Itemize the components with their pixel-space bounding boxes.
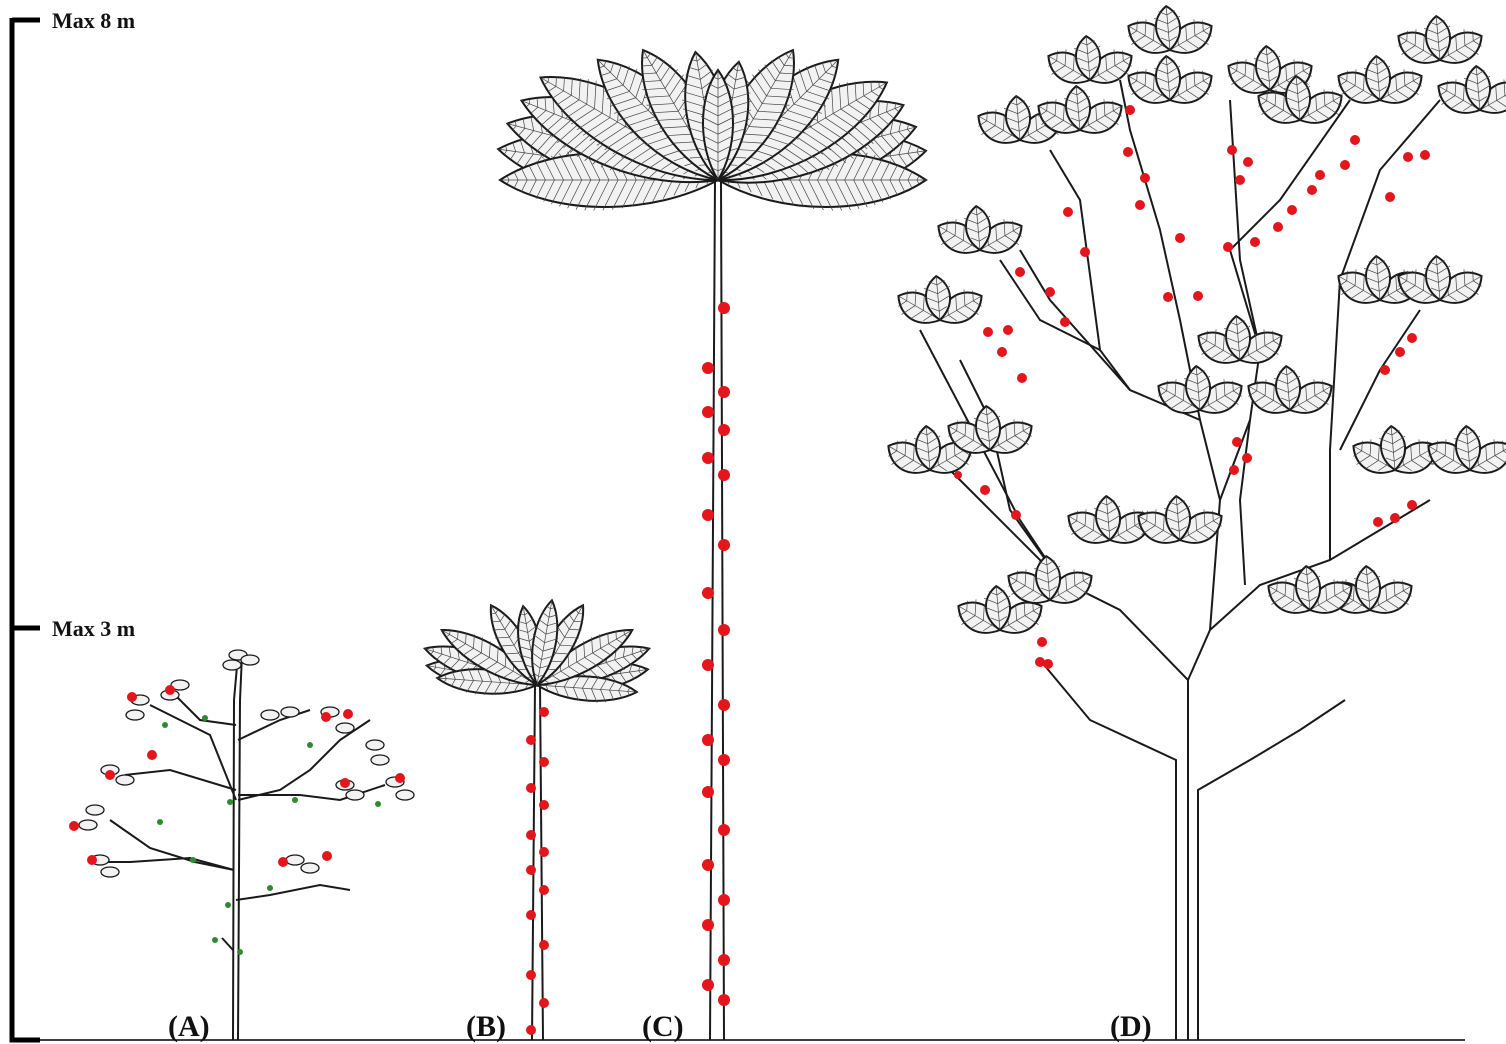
plant-c-fruit [718,954,730,966]
plant-a-fruits [69,685,405,867]
plant-d-leaflet [1364,54,1391,102]
plant-d-leaflet [974,404,1001,452]
plant-c-unbranched-tree: (C) [496,48,928,1043]
plant-d-leaflet [1074,34,1101,82]
plant-b-fruit [526,910,536,920]
plant-c-fruit [702,979,714,991]
plant-d-leaflet [1354,564,1381,612]
plant-a-stems [100,654,386,1041]
plant-d-leaflet [1424,14,1451,62]
plant-c-fruit [718,539,730,551]
plant-d-leaflet [1154,54,1181,102]
height-scale-bar: Max 8 m Max 3 m [9,8,135,1043]
plant-c-fruit [702,587,714,599]
plant-b-fruit [526,865,536,875]
plant-c-fruit [718,386,730,398]
plant-d-leaflet [1184,364,1211,412]
plant-d-leaflets [887,4,1506,634]
plant-b-unbranched-treelet: (B) [422,598,652,1043]
plant-d-leaflet [1154,4,1181,52]
plant-c-fruit [702,786,714,798]
scale-label-max-8m: Max 8 m [52,8,135,33]
plant-c-fruit [702,859,714,871]
plant-b-stem [531,684,544,1041]
plant-b-fruit [539,847,549,857]
plant-d-leaflet [964,204,991,252]
plant-a-branched-shrub: (A) [69,649,415,1043]
plant-b-leaf-6 [534,675,639,703]
plant-d-leaflet [1294,564,1321,612]
plant-b-fruit [526,783,536,793]
plant-c-fruit [702,734,714,746]
plant-a-flowers [157,715,381,955]
plant-c-fruit [718,754,730,766]
plant-c-fruit [702,919,714,931]
panel-label-b: (B) [466,1010,506,1043]
plant-b-leaf-rosette [422,598,652,703]
plant-d-leaflet [924,274,951,322]
plant-d-leaflet [1379,424,1406,472]
plant-c-leaf-17 [700,68,736,182]
plant-c-fruit [718,699,730,711]
plant-d-leaflet [1094,494,1121,542]
plant-c-fruit [702,509,714,521]
plant-d-leaflet [1164,494,1191,542]
plant-d-leaflet [1364,254,1391,302]
plant-b-leaf-12 [531,598,560,687]
plant-b-fruit [539,707,549,717]
plant-c-fruit [718,424,730,436]
plant-d-leaflet [1224,314,1251,362]
plant-d-leaflet [1064,84,1091,132]
plant-c-stem-fruits [702,302,730,1006]
plant-b-fruit [526,1025,536,1035]
panel-label-d: (D) [1110,1010,1152,1043]
plant-b-fruit [539,757,549,767]
panel-label-a: (A) [168,1010,210,1043]
plant-b-fruit [539,800,549,810]
plant-d-leaflet [1424,254,1451,302]
panel-label-c: (C) [642,1010,684,1043]
plant-d-leaflet [984,584,1011,632]
plant-c-fruit [718,302,730,314]
plant-c-fruit [718,824,730,836]
plant-b-fruit [526,970,536,980]
plant-d-leaflet [1284,74,1311,122]
plant-b-fruit [539,885,549,895]
plant-b-fruit [539,998,549,1008]
plant-c-fruit [702,406,714,418]
plant-c-fruit [702,452,714,464]
scale-label-max-3m: Max 3 m [52,616,135,641]
plant-c-leaf-rosette [496,48,928,211]
plant-a-leaf-clusters [78,649,415,878]
plant-d-leaflet [1254,44,1281,92]
plant-d-fruits [954,105,1430,669]
plant-b-stem-fruits [526,707,549,1035]
plant-c-fruit [718,469,730,481]
plant-c-fruit [718,624,730,636]
plant-d-branched-tree: (D) [887,4,1506,1043]
plant-b-fruit [539,940,549,950]
plant-d-leaflet [1034,554,1061,602]
plant-c-fruit [702,362,714,374]
plant-d-leaflet [1464,64,1491,112]
plant-b-fruit [526,830,536,840]
plant-d-leaflet [1454,424,1481,472]
plant-c-fruit [718,994,730,1006]
plant-d-leaflet [914,424,941,472]
plant-b-fruit [526,735,536,745]
plant-c-fruit [718,894,730,906]
plant-d-leaflet [1004,94,1031,142]
plant-d-leaflet [1274,364,1301,412]
plant-c-fruit [702,659,714,671]
